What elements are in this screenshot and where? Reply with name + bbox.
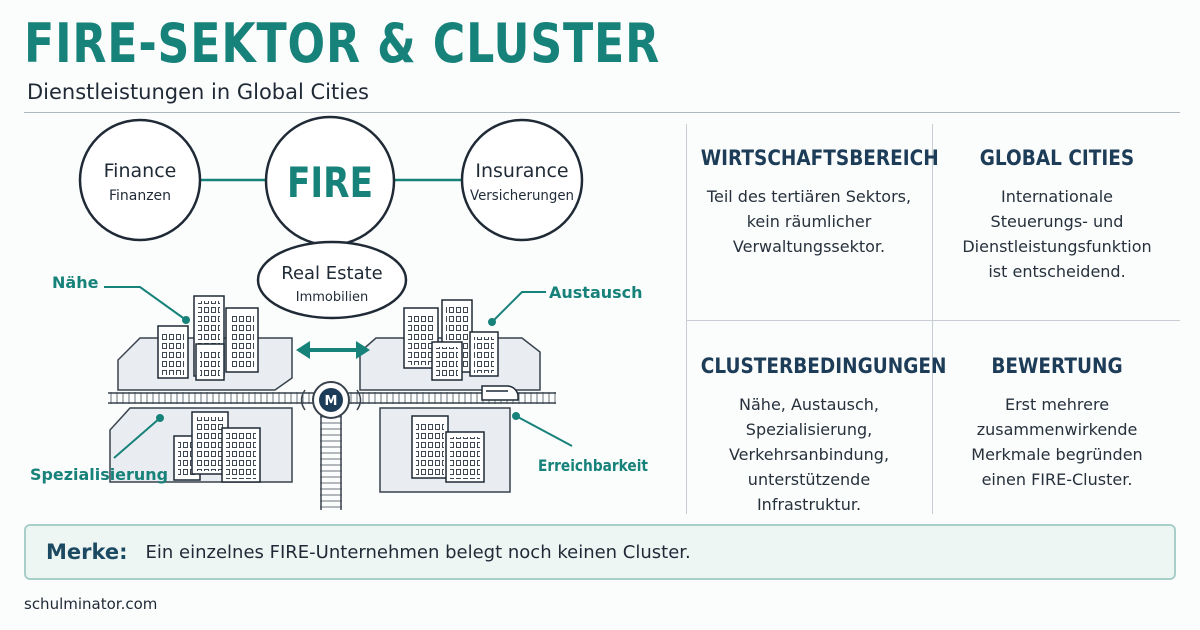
metro-icon: M bbox=[312, 381, 350, 419]
cell-text: Nähe, Austausch, Spezialisierung, Verkeh… bbox=[728, 395, 890, 514]
footer-credit: schulminator.com bbox=[24, 595, 158, 613]
label-naehe: Nähe bbox=[52, 273, 99, 292]
cell-title: WIRTSCHAFTSBEREICH bbox=[700, 146, 939, 170]
real-estate-subtitle: Immobilien bbox=[296, 290, 368, 305]
cell-title: BEWERTUNG bbox=[991, 354, 1123, 378]
cell-text: Erst mehrere zusammenwirkende Merkmale b… bbox=[971, 395, 1143, 489]
page-subtitle: Dienstleistungen in Global Cities bbox=[27, 80, 369, 104]
callout-lines bbox=[104, 286, 573, 459]
grid-divider-left bbox=[686, 124, 687, 514]
cell-title: CLUSTERBEDINGUNGEN bbox=[700, 354, 947, 378]
insurance-bubble: Insurance Versicherungen bbox=[460, 118, 584, 242]
cell-clusterbedingungen: CLUSTERBEDINGUNGEN Nähe, Austausch, Spez… bbox=[686, 352, 947, 517]
exchange-arrow-icon bbox=[296, 341, 370, 359]
fire-center-label: FIRE bbox=[287, 158, 373, 207]
finance-title: Finance bbox=[104, 160, 177, 182]
header-divider bbox=[24, 112, 1180, 113]
label-austausch: Austausch bbox=[549, 283, 643, 302]
finance-subtitle: Finanzen bbox=[109, 188, 171, 204]
info-grid: WIRTSCHAFTSBEREICH Teil des tertiären Se… bbox=[686, 124, 1180, 514]
label-erreichbarkeit: Erreichbarkeit bbox=[538, 456, 648, 475]
real-estate-bubble: Real Estate Immobilien bbox=[256, 240, 408, 320]
cell-text: Teil des tertiären Sektors, kein räumlic… bbox=[706, 187, 912, 256]
cell-bewertung: BEWERTUNG Erst mehrere zusammenwirkende … bbox=[934, 352, 1180, 492]
merke-label: Merke: bbox=[46, 540, 128, 564]
grid-divider-vertical bbox=[932, 124, 933, 514]
metro-label: M bbox=[325, 394, 338, 409]
insurance-subtitle: Versicherungen bbox=[470, 188, 574, 204]
cell-text: Internationale Steuerungs- und Dienstlei… bbox=[962, 187, 1152, 281]
fire-bubble: FIRE bbox=[264, 115, 396, 247]
cell-global-cities: GLOBAL CITIES Internationale Steuerungs-… bbox=[934, 144, 1180, 284]
label-spezialisierung: Spezialisierung bbox=[30, 465, 168, 484]
finance-bubble: Finance Finanzen bbox=[78, 118, 202, 242]
merke-box: Merke: Ein einzelnes FIRE-Unternehmen be… bbox=[24, 524, 1176, 580]
page-title: FIRE-SEKTOR & CLUSTER bbox=[24, 12, 661, 75]
buildings bbox=[157, 295, 499, 483]
cell-title: GLOBAL CITIES bbox=[979, 146, 1135, 170]
insurance-title: Insurance bbox=[475, 160, 568, 182]
train-icon bbox=[481, 385, 519, 401]
fire-cluster-diagram: Finance Finanzen FIRE Insurance Versiche… bbox=[30, 115, 648, 510]
merke-text: Ein einzelnes FIRE-Unternehmen belegt no… bbox=[145, 541, 691, 563]
grid-divider-horizontal bbox=[686, 320, 1180, 321]
cell-wirtschaftsbereich: WIRTSCHAFTSBEREICH Teil des tertiären Se… bbox=[686, 144, 939, 259]
real-estate-title: Real Estate bbox=[281, 263, 383, 284]
